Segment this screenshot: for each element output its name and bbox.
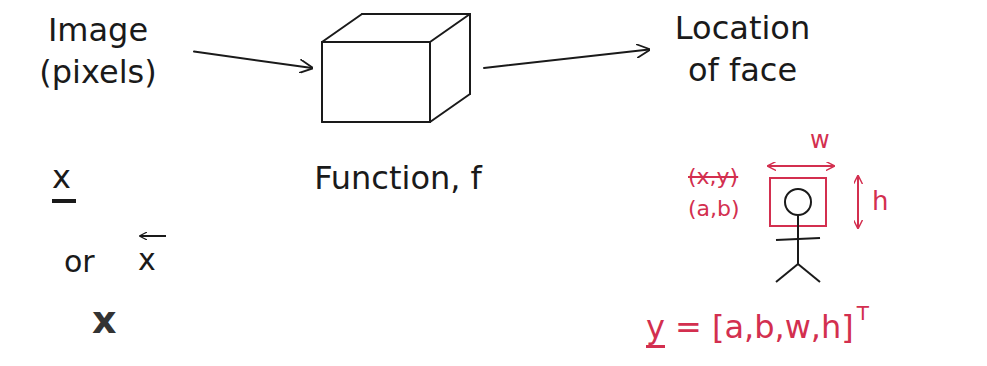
output-text-node: Location of face: [655, 8, 830, 91]
cube-edge: [322, 14, 362, 42]
input-text-node: Image (pixels): [8, 10, 188, 93]
width-label: w: [810, 126, 830, 155]
output-vector-equation: y = [a,b,w,h]T: [646, 302, 869, 348]
height-label: h: [872, 186, 888, 217]
vector-symbol: x: [138, 242, 156, 278]
arms: [776, 238, 820, 240]
transpose-mark: T: [857, 302, 869, 324]
cube-edge: [430, 94, 470, 122]
leg: [776, 264, 798, 282]
cube-edge: [322, 121, 430, 123]
cube-edge: [469, 14, 471, 94]
cube-edge: [322, 41, 430, 43]
cube-outline: [318, 10, 478, 126]
struck-coordinate: (x,y): [688, 164, 738, 190]
head: [785, 189, 811, 215]
node-text: Location of face: [655, 8, 830, 91]
vector-underline: [52, 199, 76, 203]
function-label: Function, f: [314, 158, 482, 200]
corner-coordinate: (a,b): [688, 196, 740, 222]
vector-symbol: x: [92, 298, 117, 344]
function-cube: Function, f: [318, 10, 478, 126]
node-text: Image (pixels): [8, 10, 188, 93]
vector-symbol: x: [52, 158, 71, 196]
note-text: or: [64, 244, 95, 280]
vector-arrow: [140, 235, 166, 237]
width-arrow: [768, 165, 834, 167]
cube-edge: [362, 13, 470, 15]
leg: [798, 264, 820, 282]
height-arrow: [857, 176, 859, 228]
flow-arrow: [484, 50, 649, 68]
cube-edge: [429, 42, 431, 122]
vector-symbol: y: [646, 310, 665, 348]
stick-figure: [770, 178, 826, 282]
flow-arrow: [194, 52, 312, 68]
vector-components: = [a,b,w,h]: [675, 310, 854, 345]
cube-edge: [430, 14, 470, 42]
cube-edge: [321, 42, 323, 122]
